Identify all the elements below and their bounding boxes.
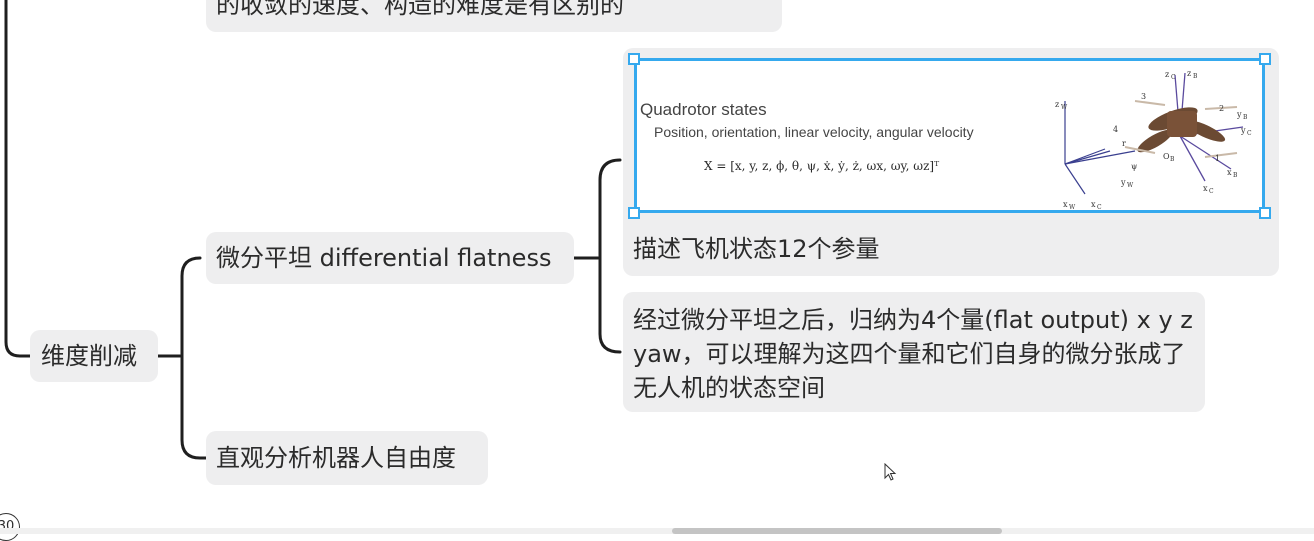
resize-handle-bottom-right[interactable] — [1259, 207, 1271, 219]
svg-text:x: x — [1063, 200, 1068, 209]
svg-text:z: z — [1055, 100, 1059, 109]
node-flat-output-text: 经过微分平坦之后，归纳为4个量(flat output) x y z yaw，可… — [633, 306, 1193, 402]
svg-text:B: B — [1233, 172, 1238, 179]
svg-text:r: r — [1122, 139, 1126, 148]
node-flat-output[interactable]: 经过微分平坦之后，归纳为4个量(flat output) x y z yaw，可… — [623, 292, 1205, 412]
svg-text:3: 3 — [1141, 92, 1146, 101]
horizontal-scrollbar-thumb[interactable] — [672, 528, 1002, 534]
node-robot-dof[interactable]: 直观分析机器人自由度 — [206, 431, 488, 485]
svg-text:x: x — [1091, 200, 1096, 209]
image-formula: X = [x, y, z, ϕ, θ, ψ, ẋ, ẏ, ż, ωx, ωy, … — [704, 159, 940, 173]
node-differential-flatness-text: 微分平坦 differential flatness — [216, 244, 552, 272]
node-robot-dof-text: 直观分析机器人自由度 — [216, 444, 456, 472]
svg-text:y: y — [1236, 110, 1242, 119]
svg-text:x: x — [1227, 168, 1232, 177]
connector-flatness-branch — [598, 158, 622, 354]
state-caption: 描述飞机状态12个参量 — [623, 226, 890, 272]
svg-text:2: 2 — [1219, 104, 1224, 113]
svg-text:C: C — [1171, 74, 1176, 81]
svg-text:1: 1 — [1215, 154, 1220, 163]
svg-text:B: B — [1170, 156, 1175, 163]
root-node-text: 维度削减 — [41, 342, 137, 370]
page-number-badge: 30 — [0, 513, 20, 541]
quadrotor-states-image[interactable]: Quadrotor states Position, orientation, … — [634, 58, 1265, 213]
svg-text:x: x — [1203, 184, 1208, 193]
svg-text:W: W — [1069, 204, 1076, 211]
connector-parent — [4, 0, 32, 358]
root-node-dimension-reduction[interactable]: 维度削减 — [30, 330, 158, 382]
resize-handle-top-right[interactable] — [1259, 53, 1271, 65]
svg-text:z: z — [1165, 70, 1169, 79]
svg-text:z: z — [1187, 69, 1191, 78]
svg-text:y: y — [1120, 178, 1126, 187]
node-differential-flatness[interactable]: 微分平坦 differential flatness — [206, 232, 574, 284]
svg-text:y: y — [1240, 126, 1246, 135]
svg-text:C: C — [1247, 130, 1252, 137]
resize-handle-bottom-left[interactable] — [628, 207, 640, 219]
svg-text:B: B — [1243, 114, 1248, 121]
state-caption-text: 描述飞机状态12个参量 — [633, 235, 880, 263]
resize-handle-top-left[interactable] — [628, 53, 640, 65]
image-subtitle: Position, orientation, linear velocity, … — [654, 124, 974, 140]
partial-top-node[interactable]: 的收敛的速度、构造的难度是有区别的 — [206, 0, 782, 32]
partial-top-node-text: 的收敛的速度、构造的难度是有区别的 — [216, 0, 624, 19]
svg-text:B: B — [1193, 73, 1198, 80]
image-title: Quadrotor states — [640, 100, 767, 119]
svg-text:C: C — [1209, 188, 1214, 195]
svg-text:ψ: ψ — [1131, 162, 1137, 171]
horizontal-scrollbar-track[interactable] — [0, 528, 1314, 534]
svg-text:W: W — [1127, 182, 1134, 189]
connector-root-branch — [180, 256, 208, 460]
svg-text:O: O — [1163, 152, 1170, 161]
svg-text:C: C — [1097, 204, 1102, 211]
svg-text:W: W — [1061, 104, 1068, 111]
svg-text:4: 4 — [1113, 125, 1118, 134]
mouse-cursor-icon — [884, 463, 897, 481]
